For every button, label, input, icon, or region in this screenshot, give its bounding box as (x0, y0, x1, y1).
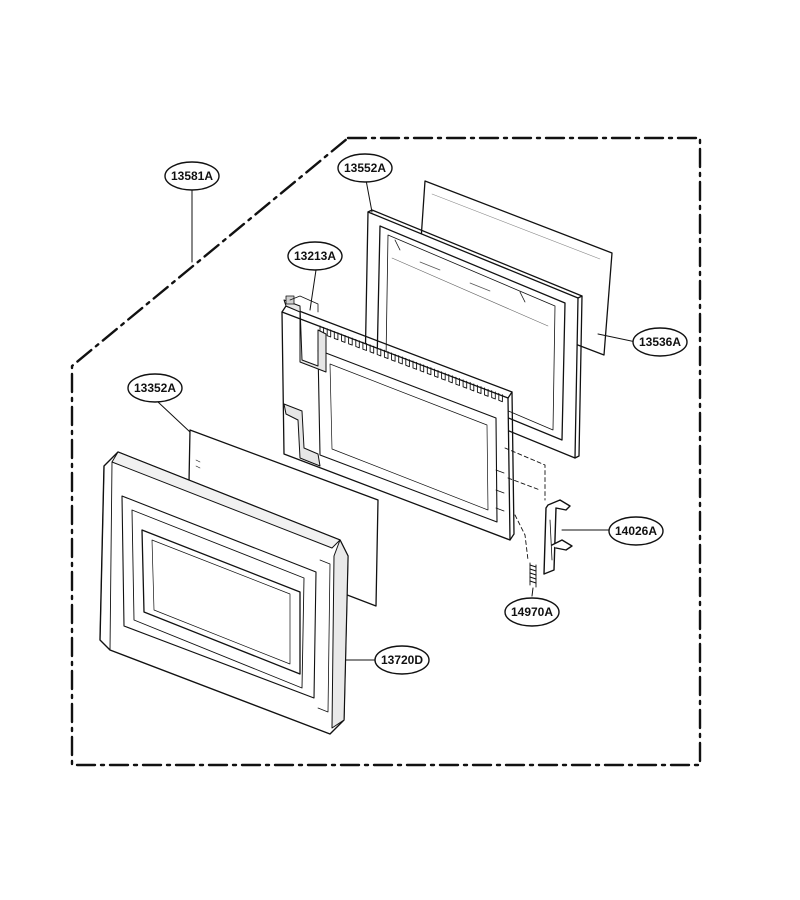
latch-alignment-lines (504, 447, 546, 561)
callout-label: 14026A (615, 524, 657, 538)
rear-choke-frame (364, 209, 583, 459)
callout-13352A: 13352A (127, 373, 183, 403)
callout-13552A: 13552A (337, 153, 393, 183)
callout-13720D: 13720D (374, 645, 430, 675)
callout-label: 13581A (171, 169, 213, 183)
assembly-boundary (70, 136, 702, 767)
callout-13581A: 13581A (164, 161, 220, 191)
callout-14970A: 14970A (504, 597, 560, 627)
callout-label: 13352A (134, 381, 176, 395)
callout-label: 13536A (639, 335, 681, 349)
callout-14026A: 14026A (608, 516, 664, 546)
callout-13536A: 13536A (632, 327, 688, 357)
latch-spring (529, 562, 537, 588)
callout-13213A: 13213A (287, 241, 343, 271)
inner-door-panel (281, 295, 515, 541)
callout-label: 13213A (294, 249, 336, 263)
callout-label: 14970A (511, 605, 553, 619)
outer-door-frame (99, 451, 349, 735)
latch-hook (543, 499, 573, 575)
callout-label: 13720D (381, 653, 423, 667)
leader-lines (157, 179, 637, 661)
callout-label: 13552A (344, 161, 386, 175)
